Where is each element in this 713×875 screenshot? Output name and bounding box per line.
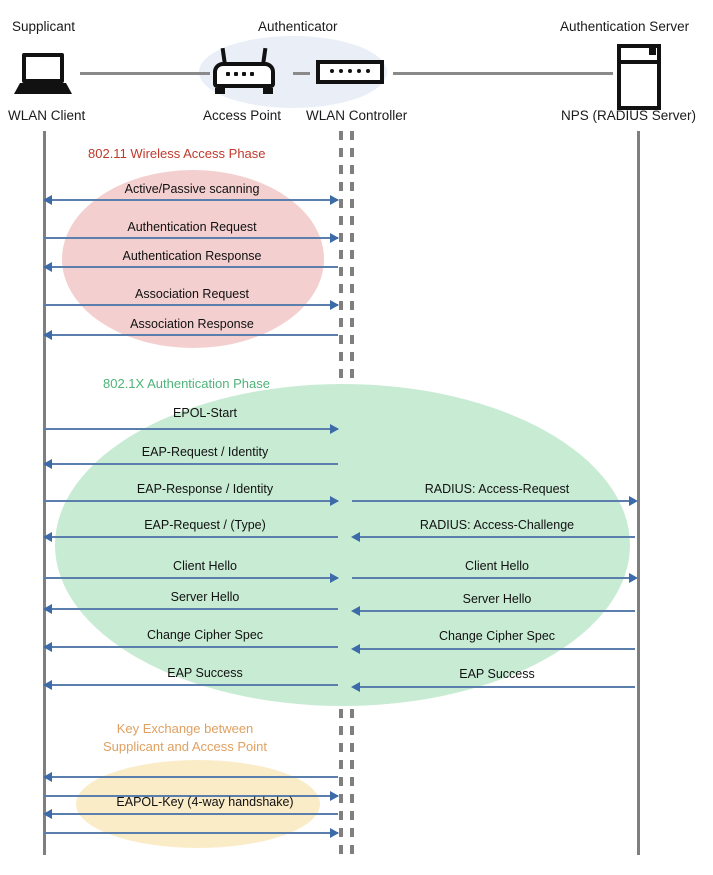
actor-role-authenticator: Authenticator: [258, 19, 338, 34]
message-label-server-hello-left: Server Hello: [170, 590, 240, 604]
arrowhead-right-client-hello-left: [330, 573, 339, 583]
message-label-association-request: Association Request: [135, 287, 249, 301]
arrowhead-left-server-hello-left: [43, 604, 52, 614]
actor-name-wlan-client: WLAN Client: [8, 108, 86, 123]
message-label-eap-request-identity: EAP-Request / Identity: [141, 445, 269, 459]
arrowhead-right-epol-start: [330, 424, 339, 434]
arrowhead-left-eap-request-type: [43, 532, 52, 542]
arrowhead-right-eapol-key-4: [330, 828, 339, 838]
arrowhead-right-authentication-request: [330, 233, 339, 243]
message-line-server-hello-left: [46, 608, 338, 610]
message-label-eap-success-right: EAP Success: [459, 667, 535, 681]
arrowhead-right-active-passive-scanning: [330, 195, 339, 205]
message-label-authentication-response: Authentication Response: [122, 249, 262, 263]
arrowhead-right-eap-response-identity: [330, 496, 339, 506]
message-label-eap-success-left: EAP Success: [167, 666, 243, 680]
message-label-client-hello-left: Client Hello: [173, 559, 237, 573]
message-line-authentication-response: [46, 266, 338, 268]
message-label-authentication-request: Authentication Request: [127, 220, 257, 234]
message-line-eap-response-identity: [44, 500, 338, 502]
arrowhead-left-authentication-response: [43, 262, 52, 272]
message-line-client-hello-right: [352, 577, 633, 579]
arrowhead-left-association-response: [43, 330, 52, 340]
message-label-client-hello-right: Client Hello: [465, 559, 529, 573]
message-line-epol-start: [44, 428, 338, 430]
message-line-association-response: [46, 334, 338, 336]
phase-title-key-exchange-line2: Supplicant and Access Point: [102, 739, 268, 754]
arrowhead-left-eapol-key-3: [43, 809, 52, 819]
message-line-eap-request-type: [46, 536, 338, 538]
message-line-radius-access-request: [352, 500, 633, 502]
wireless-router-icon: [213, 47, 275, 94]
lifeline-supplicant: [43, 131, 46, 855]
arrowhead-left-eap-success-right: [351, 682, 360, 692]
arrowhead-left-radius-access-challenge: [351, 532, 360, 542]
message-line-eap-success-right: [355, 686, 635, 688]
message-line-change-cipher-spec-right: [355, 648, 635, 650]
message-line-eapol-key-1: [46, 776, 338, 778]
arrowhead-left-eap-request-identity: [43, 459, 52, 469]
phase-title-key-exchange-line1: Key Exchange between: [116, 721, 254, 736]
message-label-eapol-key-handshake: EAPOL-Key (4-way handshake): [116, 795, 294, 809]
message-label-association-response: Association Response: [130, 317, 254, 331]
message-line-eapol-key-3: [46, 813, 338, 815]
arrowhead-left-eapol-key-1: [43, 772, 52, 782]
message-line-eap-request-identity: [46, 463, 338, 465]
actor-role-supplicant: Supplicant: [12, 19, 76, 34]
message-line-radius-access-challenge: [355, 536, 635, 538]
message-label-eap-response-identity: EAP-Response / Identity: [136, 482, 274, 496]
actor-name-access-point: Access Point: [203, 108, 282, 123]
message-line-server-hello-right: [355, 610, 635, 612]
arrowhead-left-eap-success-left: [43, 680, 52, 690]
message-label-active-passive-scanning: Active/Passive scanning: [124, 182, 260, 196]
laptop-icon: [14, 53, 72, 94]
message-line-change-cipher-spec-left: [46, 646, 338, 648]
arrowhead-left-server-hello-right: [351, 606, 360, 616]
wire-client-to-ap: [80, 72, 210, 75]
message-label-radius-access-challenge: RADIUS: Access-Challenge: [419, 518, 575, 532]
message-line-authentication-request: [44, 237, 338, 239]
wire-ap-to-controller: [293, 72, 310, 75]
actor-name-nps-radius-server: NPS (RADIUS Server): [561, 108, 697, 123]
message-line-association-request: [44, 304, 338, 306]
phase-title-key-exchange: Key Exchange between Supplicant and Acce…: [90, 720, 280, 756]
wire-controller-to-server: [393, 72, 613, 75]
actor-role-authentication-server: Authentication Server: [560, 19, 690, 34]
network-switch-icon: [316, 60, 384, 84]
actor-name-wlan-controller: WLAN Controller: [306, 108, 408, 123]
message-line-eap-success-left: [46, 684, 338, 686]
server-icon: [617, 44, 661, 110]
arrowhead-right-eapol-key-2: [330, 791, 339, 801]
phase-background-dot1x-auth: [55, 384, 630, 706]
arrowhead-right-association-request: [330, 300, 339, 310]
message-line-active-passive-scanning: [46, 199, 338, 201]
message-label-radius-access-request: RADIUS: Access-Request: [424, 482, 570, 496]
message-line-eapol-key-2: [44, 795, 338, 797]
phase-title-wireless-access: 802.11 Wireless Access Phase: [88, 146, 266, 161]
arrowhead-left-change-cipher-spec-right: [351, 644, 360, 654]
arrowhead-right-client-hello-right: [629, 573, 638, 583]
arrowhead-right-radius-access-request: [629, 496, 638, 506]
message-line-client-hello-left: [44, 577, 338, 579]
phase-title-dot1x-auth: 802.1X Authentication Phase: [103, 376, 270, 391]
message-label-server-hello-right: Server Hello: [462, 592, 532, 606]
lifeline-authentication-server: [637, 131, 640, 855]
message-label-eap-request-type: EAP-Request / (Type): [144, 518, 266, 532]
message-label-change-cipher-spec-right: Change Cipher Spec: [438, 629, 556, 643]
message-line-eapol-key-4: [44, 832, 338, 834]
arrowhead-left-change-cipher-spec-left: [43, 642, 52, 652]
arrowhead-left-active-passive-scanning: [43, 195, 52, 205]
message-label-change-cipher-spec-left: Change Cipher Spec: [146, 628, 264, 642]
message-label-epol-start: EPOL-Start: [173, 406, 237, 420]
